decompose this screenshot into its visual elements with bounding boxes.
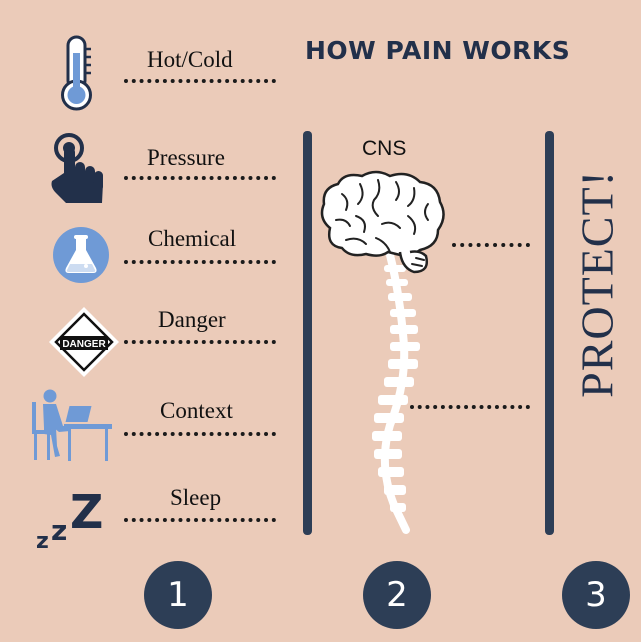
label-pressure: Pressure bbox=[147, 145, 225, 170]
step-1-badge: 1 bbox=[144, 561, 212, 629]
spinal-cord-icon bbox=[372, 251, 420, 534]
svg-text:Z: Z bbox=[70, 485, 103, 539]
connector-context bbox=[124, 432, 276, 436]
pointing-hand-icon bbox=[51, 133, 103, 203]
connector-chemical bbox=[124, 260, 276, 264]
label-danger: Danger bbox=[158, 307, 226, 332]
brain-icon bbox=[320, 170, 445, 274]
connector-brain-output bbox=[452, 243, 530, 247]
protect-label: PROTECT! bbox=[571, 170, 623, 398]
step-2-badge: 2 bbox=[363, 561, 431, 629]
flask-icon bbox=[53, 227, 109, 283]
label-hot-cold: Hot/Cold bbox=[147, 47, 233, 72]
label-sleep: Sleep bbox=[170, 485, 222, 510]
connector-spine-output bbox=[410, 405, 530, 409]
cns-label: CNS bbox=[362, 137, 407, 160]
page-title: HOW PAIN WORKS bbox=[305, 36, 571, 65]
thermometer-icon bbox=[61, 35, 92, 111]
output-boundary-line bbox=[545, 131, 554, 535]
svg-text:z: z bbox=[36, 529, 49, 554]
connector-hot-cold bbox=[124, 79, 276, 83]
connector-sleep bbox=[124, 518, 276, 522]
step-3-badge: 3 bbox=[562, 561, 630, 629]
danger-sign-icon: DANGER bbox=[49, 307, 119, 377]
connector-danger bbox=[124, 340, 276, 344]
label-context: Context bbox=[160, 398, 233, 423]
danger-sign-text: DANGER bbox=[62, 339, 106, 350]
label-chemical: Chemical bbox=[148, 226, 237, 251]
input-boundary-line bbox=[303, 131, 312, 535]
svg-text:z: z bbox=[51, 514, 67, 547]
zzz-icon: z z Z bbox=[36, 485, 103, 554]
connector-pressure bbox=[124, 176, 276, 180]
person-at-desk-icon bbox=[32, 389, 112, 461]
